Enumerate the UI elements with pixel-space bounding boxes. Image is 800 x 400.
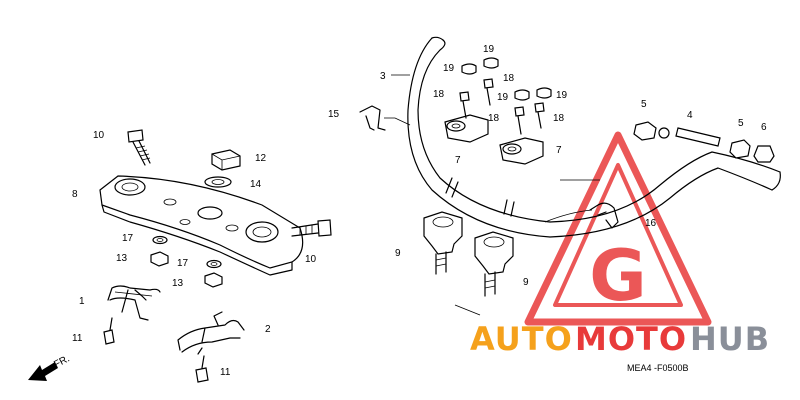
callout-18-b: 18 [433,89,445,100]
clip-16 [544,202,619,229]
handlebar-pipe [407,36,781,238]
callout-5-right: 5 [738,118,744,129]
cable-guide-15 [359,105,386,131]
nut-5-right [729,139,751,159]
watermark-auto: AUTO [470,320,573,358]
top-bridge [99,175,304,276]
balancer-weight-4 [675,127,721,147]
callout-12: 12 [255,153,267,164]
bolt-18-c [514,106,525,135]
callout-18-a: 18 [503,73,515,84]
watermark-moto: MOTO [575,320,687,358]
bolt-10-upper [127,129,151,166]
callout-2: 2 [265,324,271,335]
leader-lines [384,74,600,316]
lower-holder-9-left [423,211,463,275]
nut-5-left [633,121,657,141]
upper-holder-7-right [499,137,544,165]
bolt-18-a [459,91,470,119]
callout-7-right: 7 [556,145,562,156]
callout-11-left: 11 [72,333,83,344]
front-direction-arrow [28,362,58,381]
callout-10-upper: 10 [93,130,105,141]
bolt-11-right [195,355,209,383]
callout-13-left: 13 [116,253,128,264]
callout-19-d: 19 [556,90,568,101]
washer-17-left [152,235,168,245]
watermark-text: AUTO MOTO HUB [470,320,770,358]
nut-13-right [204,272,223,288]
washer-17-right [206,259,222,269]
watermark-hub: HUB [690,320,770,358]
svg-text:G: G [589,235,646,317]
diagram-code: MEA4 -F0500B [627,363,689,373]
upper-holder-7-left [444,114,489,143]
lower-holder-9-right [474,231,514,297]
callout-15: 15 [328,109,340,120]
callout-4: 4 [687,110,693,121]
callout-19-c: 19 [497,92,509,103]
end-6 [753,145,775,163]
cap-19-a [461,63,477,75]
bolt-18-d [534,102,545,129]
callout-11-right: 11 [220,367,231,378]
callout-3: 3 [380,71,386,82]
callout-14: 14 [250,179,262,190]
callout-19-b: 19 [443,63,455,74]
callout-8: 8 [72,189,78,200]
nut-13-left [150,251,169,267]
direction-label: FR. [52,353,71,370]
callout-13-right: 13 [172,278,184,289]
callout-18-d: 18 [553,113,565,124]
clamp-2 [177,311,245,355]
cap-19-b [483,57,499,69]
callout-9-right: 9 [523,277,529,288]
washer-14 [204,176,232,188]
washer-near-4 [658,127,670,139]
wire-guide-1 [107,285,161,321]
callout-18-c: 18 [488,113,500,124]
callout-1: 1 [79,296,85,307]
callout-16: 16 [645,218,657,229]
callout-7-left: 7 [455,155,461,166]
callout-10-lower: 10 [305,254,317,265]
callout-17-right: 17 [177,258,189,269]
callout-6: 6 [761,122,767,133]
callout-17-left: 17 [122,233,134,244]
callout-19-a: 19 [483,44,495,55]
cap-19-d [536,87,552,99]
nut-12 [211,149,241,171]
bolt-11-left [103,317,115,345]
bolt-18-b [483,78,494,106]
watermark-logo: G [524,131,712,326]
callout-9-left: 9 [395,248,401,259]
cap-19-c [514,89,530,101]
bolt-10-lower [291,219,332,237]
callout-5-left: 5 [641,99,647,110]
